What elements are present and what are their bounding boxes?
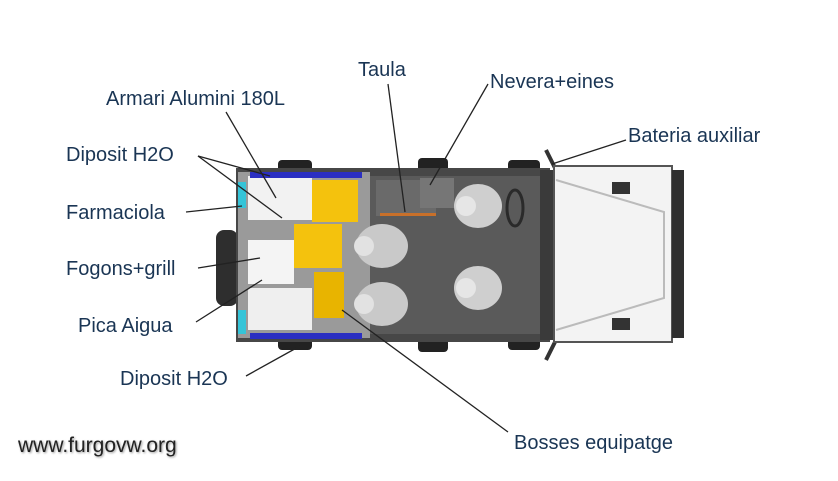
seat-rear-right [356,282,408,326]
mirror-right [544,339,558,361]
yellow-box-top [312,180,358,222]
orange-strip [380,213,436,216]
nevera-box [420,178,454,208]
armari-cabinet [248,176,312,220]
windshield [540,170,554,340]
cyan-corner-top [238,182,246,208]
water-tank-top [250,172,362,178]
label-armari: Armari Alumini 180L [106,88,285,110]
leader-bateria [551,139,627,165]
leader-diposit-bottom [245,345,301,377]
cyan-corner-bottom [238,310,246,334]
label-farmaciola: Farmaciola [66,202,165,224]
label-nevera: Nevera+eines [490,71,614,93]
passenger-head-2 [354,294,374,314]
front-bumper [672,170,684,338]
steering-wheel [505,188,525,228]
seat-front-left [454,184,502,228]
label-bosses: Bosses equipatge [514,432,674,454]
pica-cabinet [248,288,312,330]
leader-diposit-top-b [197,155,283,219]
yellow-box-middle [294,224,342,268]
leader-bosses [341,309,509,433]
hood-vent-top [612,182,630,194]
leader-taula [387,83,406,213]
passenger-head-1 [354,236,374,256]
leader-farmaciola [185,205,243,213]
label-bateria: Bateria auxiliar [628,125,761,147]
label-diposit-bottom: Diposit H2O [120,368,228,390]
seat-front-right [454,266,502,310]
label-fogons: Fogons+grill [66,258,176,280]
fogons-cabinet [248,240,294,284]
passenger-head-4 [456,278,476,298]
leader-pica [195,279,263,323]
spare-wheel [216,230,238,306]
label-diposit-top: Diposit H2O [66,144,174,166]
leader-diposit-top-a [197,155,271,177]
hood-crease [555,179,665,331]
hood-vent-bottom [612,318,630,330]
label-taula: Taula [358,59,406,81]
leader-lines [185,83,627,433]
leader-armari [225,111,277,199]
label-pica: Pica Aigua [78,315,173,337]
website-watermark: www.furgovw.org [18,434,177,457]
leader-fogons [197,257,261,269]
yellow-box-bottom [314,272,344,318]
passenger-head-3 [456,196,476,216]
water-tank-bottom [250,333,362,339]
seat-rear-left [356,224,408,268]
leader-nevera [429,83,489,186]
